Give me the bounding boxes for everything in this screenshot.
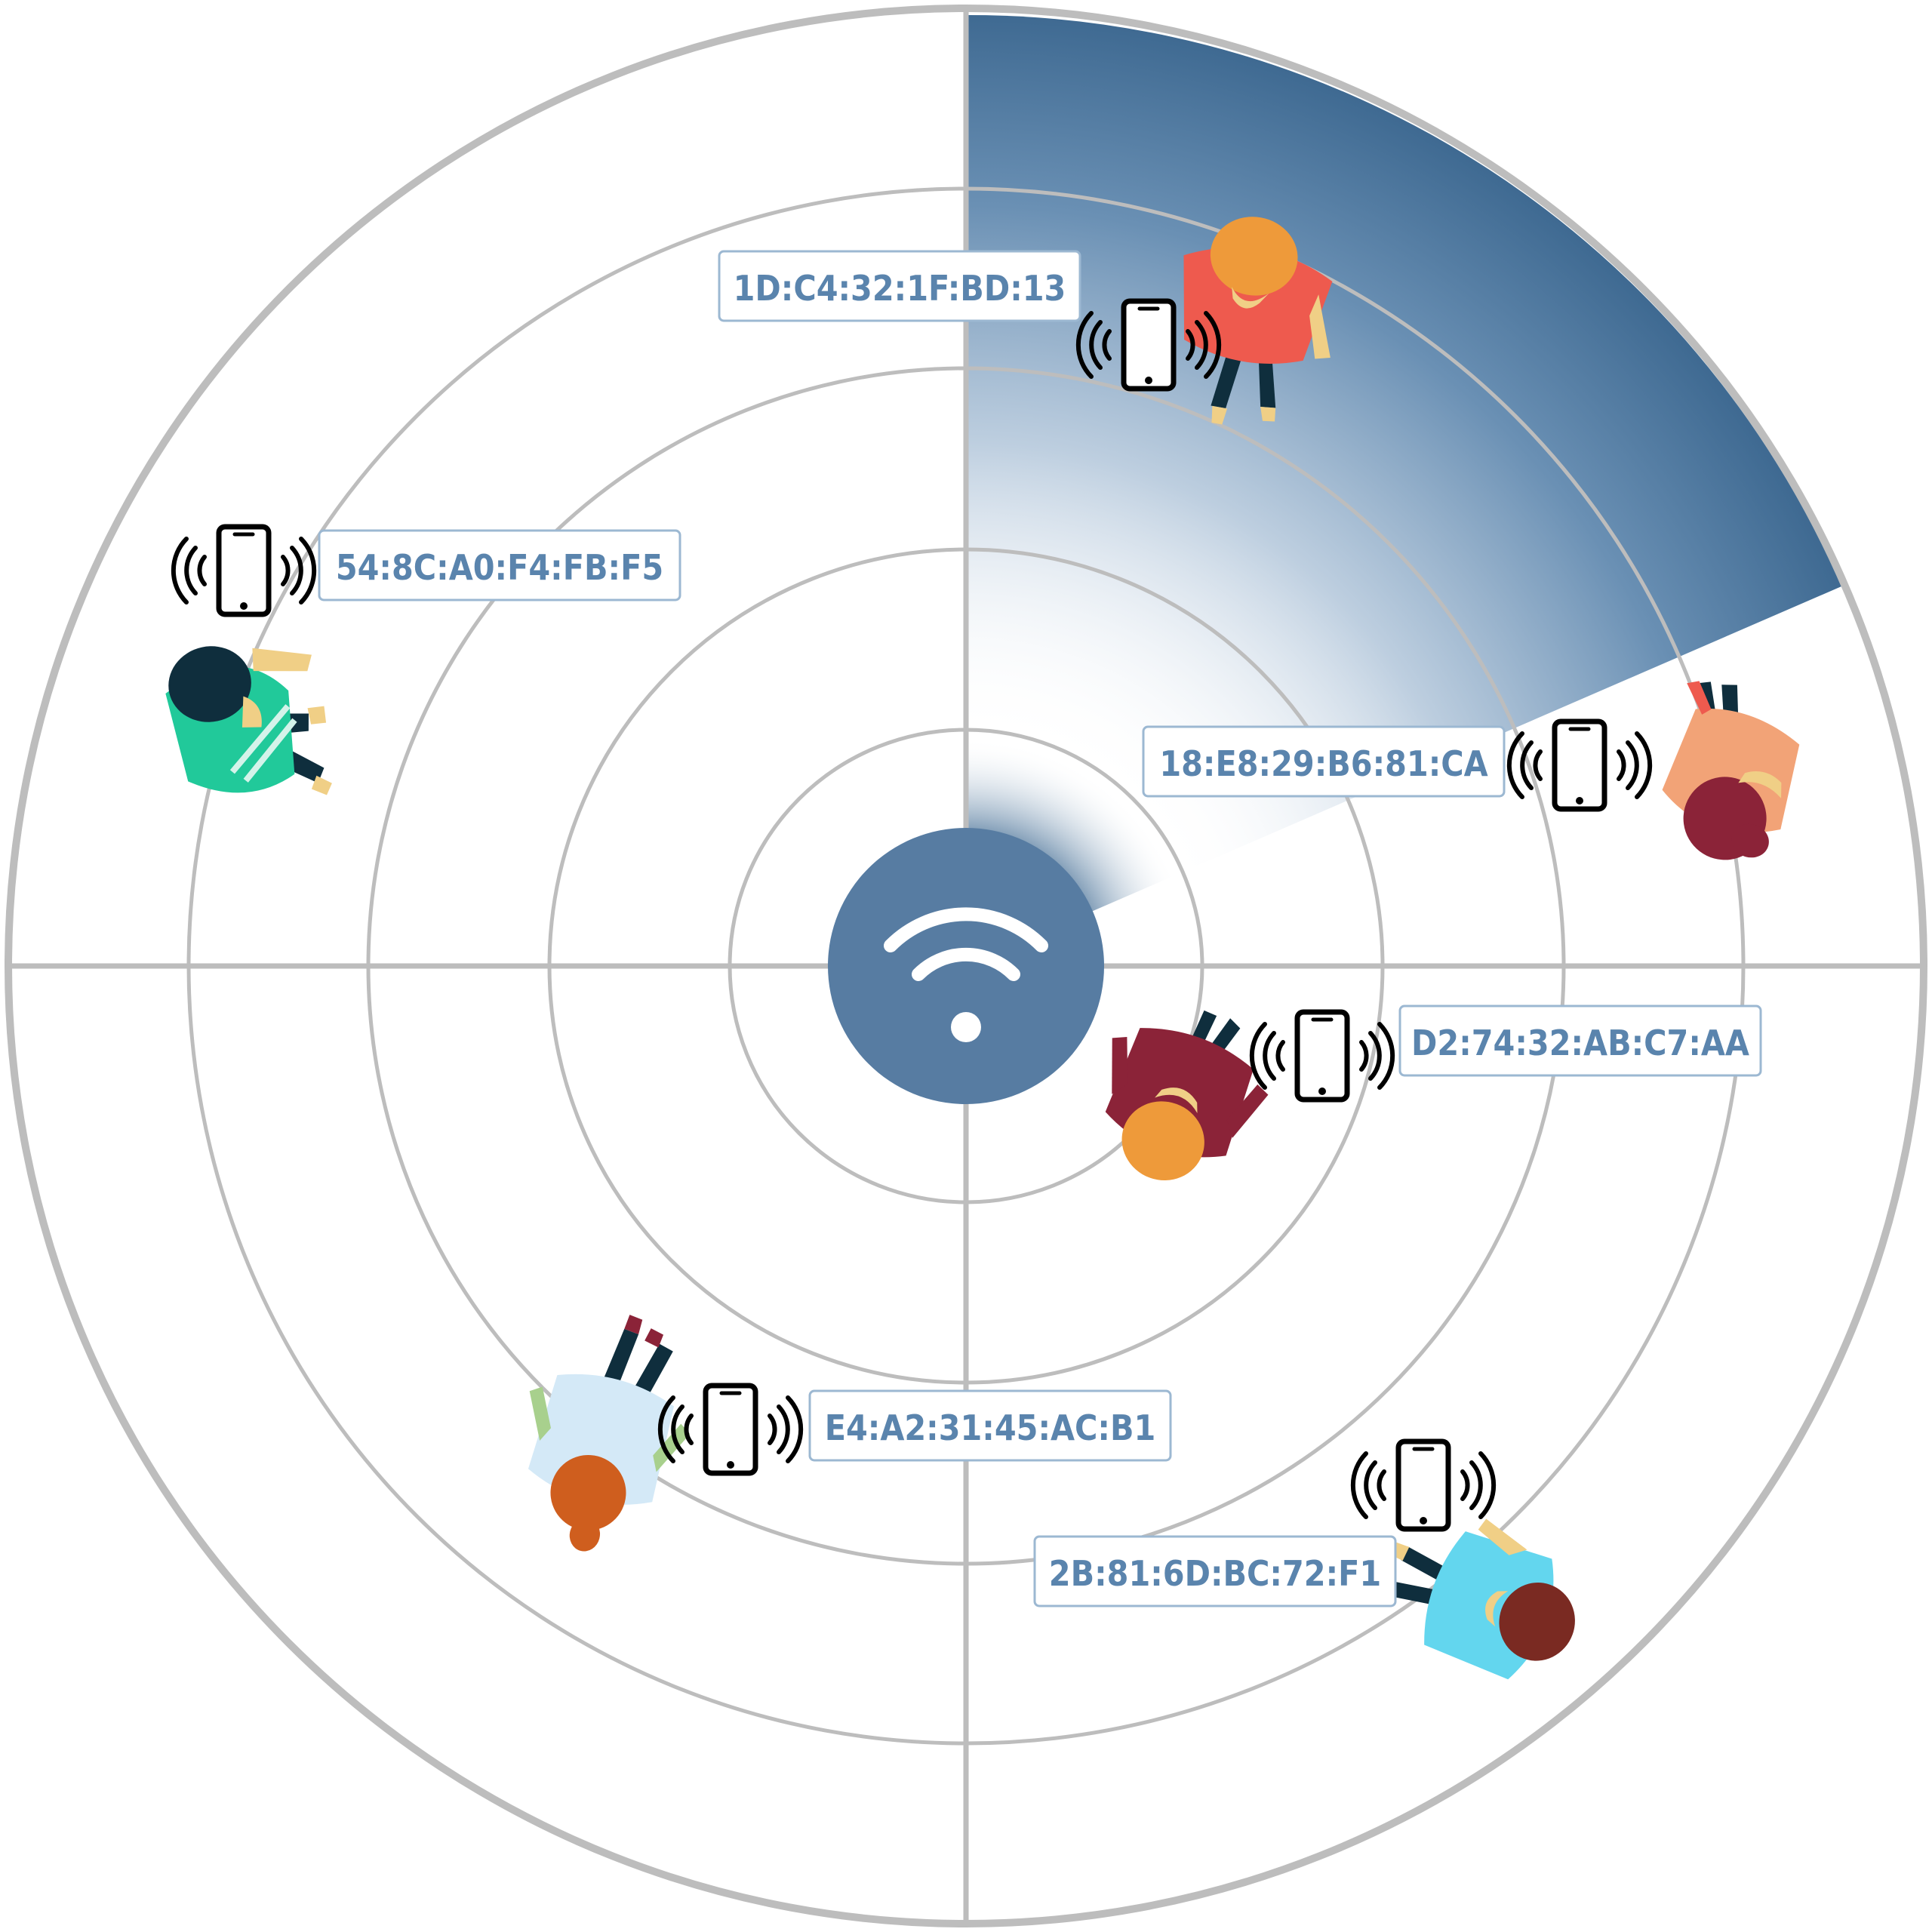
person	[1377, 1518, 1575, 1680]
mac-address: 1D:C4:32:1F:BD:13	[734, 268, 1066, 309]
person	[1662, 681, 1800, 860]
mac-address: E4:A2:31:45:AC:B1	[825, 1407, 1156, 1448]
person	[1105, 1010, 1269, 1181]
person	[1183, 217, 1333, 425]
phone-signal-icon	[174, 527, 314, 614]
radar-outer-ring	[5, 5, 1927, 1927]
phone-signal-icon	[1353, 1441, 1494, 1529]
device-e4-a2: E4:A2:31:45:AC:B1	[528, 1315, 1172, 1552]
mac-address: 54:8C:A0:F4:FB:F5	[336, 547, 663, 588]
mac-label-box	[808, 1389, 1172, 1462]
device-2b-81: 2B:81:6D:BC:72:F1	[1033, 1441, 1575, 1680]
mac-address: 2B:81:6D:BC:72:F1	[1049, 1553, 1381, 1594]
person	[165, 646, 332, 795]
mac-label-box	[718, 250, 1081, 322]
mac-label-box	[318, 529, 681, 601]
mac-label-box	[1142, 725, 1506, 798]
mac-address: D2:74:32:AB:C7:AA	[1411, 1023, 1749, 1063]
wifi-hub	[828, 828, 1104, 1104]
mac-label-box	[1033, 1535, 1397, 1607]
mac-label-box	[1398, 1004, 1762, 1077]
device-18-e8: 18:E8:29:B6:81:CA	[1142, 681, 1800, 860]
wifi-icon	[884, 907, 1048, 981]
device-d2-74: D2:74:32:AB:C7:AA	[1105, 1004, 1762, 1181]
device-1d-c4: 1D:C4:32:1F:BD:13	[718, 217, 1333, 425]
mac-address: 18:E8:29:B6:81:CA	[1159, 743, 1487, 784]
person	[528, 1315, 691, 1552]
device-54-8c: 54:8C:A0:F4:FB:F5	[165, 527, 681, 795]
